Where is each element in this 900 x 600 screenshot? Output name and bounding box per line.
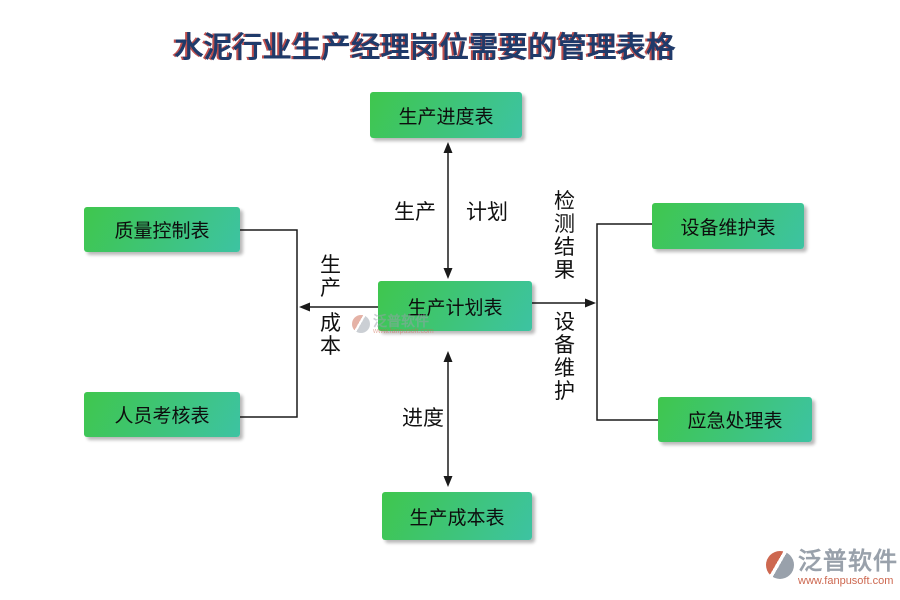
watermark-url: www.fanpusoft.com	[798, 575, 894, 587]
fanpu-logo-icon	[352, 315, 370, 333]
arrowhead-down-bottom	[443, 476, 453, 487]
arrowhead-up-top	[443, 142, 453, 153]
arrowhead-up-bottom	[443, 351, 453, 362]
edge-label-cost-lower: 成本	[320, 312, 341, 358]
watermark-url: www.fanpusoft.com	[373, 328, 434, 335]
edge-label-equipment-maintenance: 设备维护	[554, 311, 575, 403]
watermark-center: 泛普软件 www.fanpusoft.com	[352, 314, 434, 336]
edge-label-plan: 计划	[466, 201, 508, 224]
node-label: 生产计划表	[407, 297, 503, 319]
page-title: 水泥行业生产经理岗位需要的管理表格	[174, 32, 676, 64]
fanpu-logo-icon	[766, 551, 794, 579]
arrowhead-right	[585, 298, 596, 308]
node-label: 设备维护表	[680, 217, 776, 239]
node-label: 应急处理表	[687, 411, 783, 432]
bracket-right	[596, 223, 658, 421]
node-production-progress-table: 生产进度表	[370, 92, 522, 138]
node-emergency-handling-table: 应急处理表	[658, 397, 812, 442]
arrowhead-left	[299, 302, 310, 312]
node-production-cost-table: 生产成本表	[382, 492, 532, 540]
edge-label-inspection-result: 检测结果	[554, 190, 575, 282]
watermark-brand: 泛普软件	[798, 548, 898, 575]
node-label: 生产进度表	[398, 106, 494, 128]
bracket-left	[240, 229, 298, 418]
arrowhead-down-top	[443, 268, 453, 279]
edge-label-cost-upper: 生产	[320, 254, 341, 300]
node-label: 质量控制表	[114, 221, 210, 242]
node-equipment-maintenance-table: 设备维护表	[652, 203, 804, 249]
watermark-footer: 泛普软件 www.fanpusoft.com	[766, 549, 898, 587]
edge-label-production: 生产	[394, 201, 436, 224]
node-production-plan-table: 生产计划表	[378, 281, 532, 331]
watermark-brand: 泛普软件	[373, 313, 429, 329]
node-label: 人员考核表	[114, 406, 210, 427]
node-quality-control-table: 质量控制表	[84, 207, 240, 252]
node-personnel-assessment-table: 人员考核表	[84, 392, 240, 437]
edge-label-progress: 进度	[402, 407, 444, 430]
node-label: 生产成本表	[409, 507, 505, 529]
